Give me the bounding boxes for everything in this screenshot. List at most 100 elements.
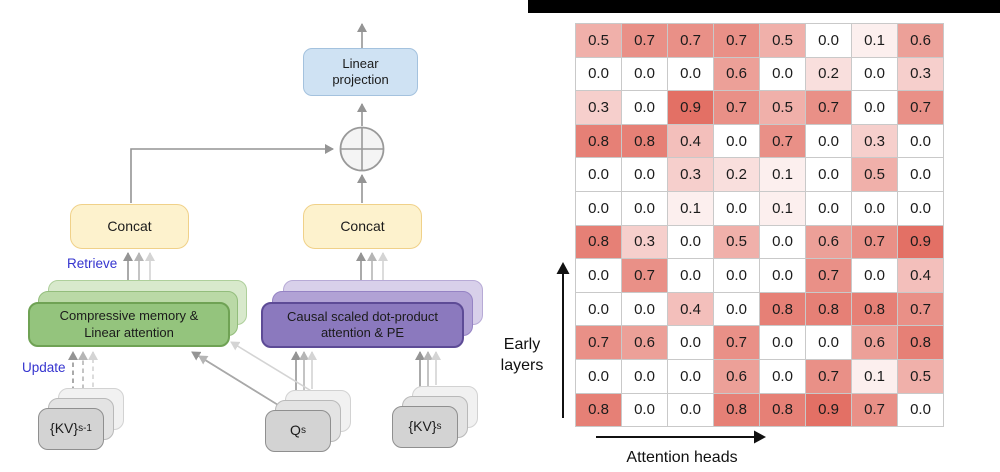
heatmap-cell: 0.0 xyxy=(898,191,944,226)
kv-cur-box: {KV}s xyxy=(392,406,458,448)
heatmap-cell: 0.6 xyxy=(714,359,760,394)
heatmap-cell: 0.0 xyxy=(622,191,668,226)
heatmap-cell: 0.7 xyxy=(806,91,852,125)
heatmap-cell: 0.6 xyxy=(898,24,944,58)
heatmap-cell: 0.9 xyxy=(668,91,714,125)
heatmap-cell: 0.0 xyxy=(852,259,898,293)
heatmap-cell: 0.0 xyxy=(806,191,852,226)
heatmap-cell: 0.8 xyxy=(576,124,622,159)
linear-projection-box: Linear projection xyxy=(303,48,418,96)
heatmap-cell: 0.0 xyxy=(714,124,760,159)
heatmap-cell: 0.0 xyxy=(622,292,668,327)
heatmap-cell: 0.0 xyxy=(852,91,898,125)
heatmap-cell: 0.7 xyxy=(714,326,760,360)
heatmap-cell: 0.0 xyxy=(668,57,714,92)
concat-right-label: Concat xyxy=(340,217,385,234)
heatmap-cell: 0.6 xyxy=(714,57,760,92)
heatmap-cell: 0.7 xyxy=(576,326,622,360)
heatmap-cell: 0.6 xyxy=(852,326,898,360)
heatmap-cell: 0.0 xyxy=(622,393,668,428)
kv-cur-label: {KV}s xyxy=(408,418,442,435)
heatmap-cell: 0.8 xyxy=(760,292,806,327)
heatmap-cell: 0.0 xyxy=(806,24,852,58)
linear-projection-label: Linear projection xyxy=(332,55,389,87)
heatmap-cell: 0.0 xyxy=(806,124,852,159)
heatmap-cell: 0.3 xyxy=(898,57,944,92)
retrieve-label: Retrieve xyxy=(67,256,118,271)
heatmap-cell: 0.0 xyxy=(576,259,622,293)
heatmap-cell: 0.4 xyxy=(898,259,944,293)
heatmap-cell: 0.0 xyxy=(668,326,714,360)
heatmap-cell: 0.7 xyxy=(760,124,806,159)
heatmap-cell: 0.8 xyxy=(806,292,852,327)
heatmap-cell: 0.0 xyxy=(898,158,944,192)
heatmap-cell: 0.3 xyxy=(852,124,898,159)
concat-right-box: Concat xyxy=(303,204,422,249)
heatmap-cell: 0.0 xyxy=(760,259,806,293)
heatmap-cell: 0.5 xyxy=(576,24,622,58)
heatmap-cell: 0.5 xyxy=(898,359,944,394)
heatmap-cell: 0.0 xyxy=(852,191,898,226)
heatmap-cell: 0.0 xyxy=(668,359,714,394)
heatmap-cell: 0.0 xyxy=(576,57,622,92)
heatmap-cell: 0.5 xyxy=(760,24,806,58)
memory-box-label: Compressive memory & Linear attention xyxy=(59,308,199,340)
heatmap-cell: 0.0 xyxy=(714,191,760,226)
heatmap-cell: 0.8 xyxy=(714,393,760,428)
heatmap-cell: 0.7 xyxy=(622,259,668,293)
heatmap-cell: 0.7 xyxy=(898,91,944,125)
heatmap-cell: 0.0 xyxy=(852,57,898,92)
heatmap-cell: 0.0 xyxy=(576,158,622,192)
heatmap-cell: 0.0 xyxy=(576,359,622,394)
heatmap-cell: 0.0 xyxy=(622,359,668,394)
heatmap-cell: 0.5 xyxy=(852,158,898,192)
heatmap-cell: 0.8 xyxy=(898,326,944,360)
concat-left-box: Concat xyxy=(70,204,189,249)
heatmap-cell: 0.8 xyxy=(622,124,668,159)
heatmap-cell: 0.1 xyxy=(760,158,806,192)
heatmap-cell: 0.1 xyxy=(668,191,714,226)
heatmap-cell: 0.0 xyxy=(806,158,852,192)
heatmap-cell: 0.3 xyxy=(576,91,622,125)
heatmap-cell: 0.1 xyxy=(760,191,806,226)
heatmap-cell: 0.8 xyxy=(760,393,806,428)
heatmap-cell: 0.1 xyxy=(852,24,898,58)
heatmap-cell: 0.4 xyxy=(668,292,714,327)
heatmap-cell: 0.6 xyxy=(806,225,852,260)
update-label: Update xyxy=(22,360,66,375)
axis-arrows xyxy=(556,262,766,444)
heatmap-cell: 0.0 xyxy=(714,259,760,293)
heatmap-cell: 0.9 xyxy=(806,393,852,428)
heatmap-cell: 0.0 xyxy=(760,57,806,92)
heatmap-cell: 0.5 xyxy=(714,225,760,260)
heatmap-cell: 0.7 xyxy=(852,225,898,260)
heatmap-cell: 0.0 xyxy=(760,359,806,394)
heatmap-cell: 0.9 xyxy=(898,225,944,260)
heatmap-cell: 0.3 xyxy=(668,158,714,192)
kv-prev-box: {KV}s-1 xyxy=(38,408,104,450)
heatmap-cell: 0.3 xyxy=(622,225,668,260)
concat-left-label: Concat xyxy=(107,217,152,234)
heatmap-cell: 0.7 xyxy=(714,24,760,58)
heatmap-cell: 0.0 xyxy=(714,292,760,327)
heatmap-cell: 0.7 xyxy=(806,359,852,394)
heatmap-cell: 0.0 xyxy=(668,259,714,293)
heatmap-cell: 0.0 xyxy=(760,225,806,260)
heatmap-cell: 0.2 xyxy=(806,57,852,92)
heatmap-cell: 0.0 xyxy=(760,326,806,360)
heatmap-cell: 0.0 xyxy=(668,393,714,428)
heatmap-cell: 0.6 xyxy=(622,326,668,360)
y-axis-label: Early layers xyxy=(500,336,544,374)
heatmap-cell: 0.7 xyxy=(852,393,898,428)
heatmap-cell: 0.8 xyxy=(576,225,622,260)
heatmap-cell: 0.0 xyxy=(668,225,714,260)
heatmap-cell: 0.0 xyxy=(576,191,622,226)
x-axis-label: Attention heads xyxy=(626,449,738,466)
heatmap-cell: 0.7 xyxy=(668,24,714,58)
heatmap-cell: 0.8 xyxy=(576,393,622,428)
heatmap-cell: 0.0 xyxy=(898,124,944,159)
